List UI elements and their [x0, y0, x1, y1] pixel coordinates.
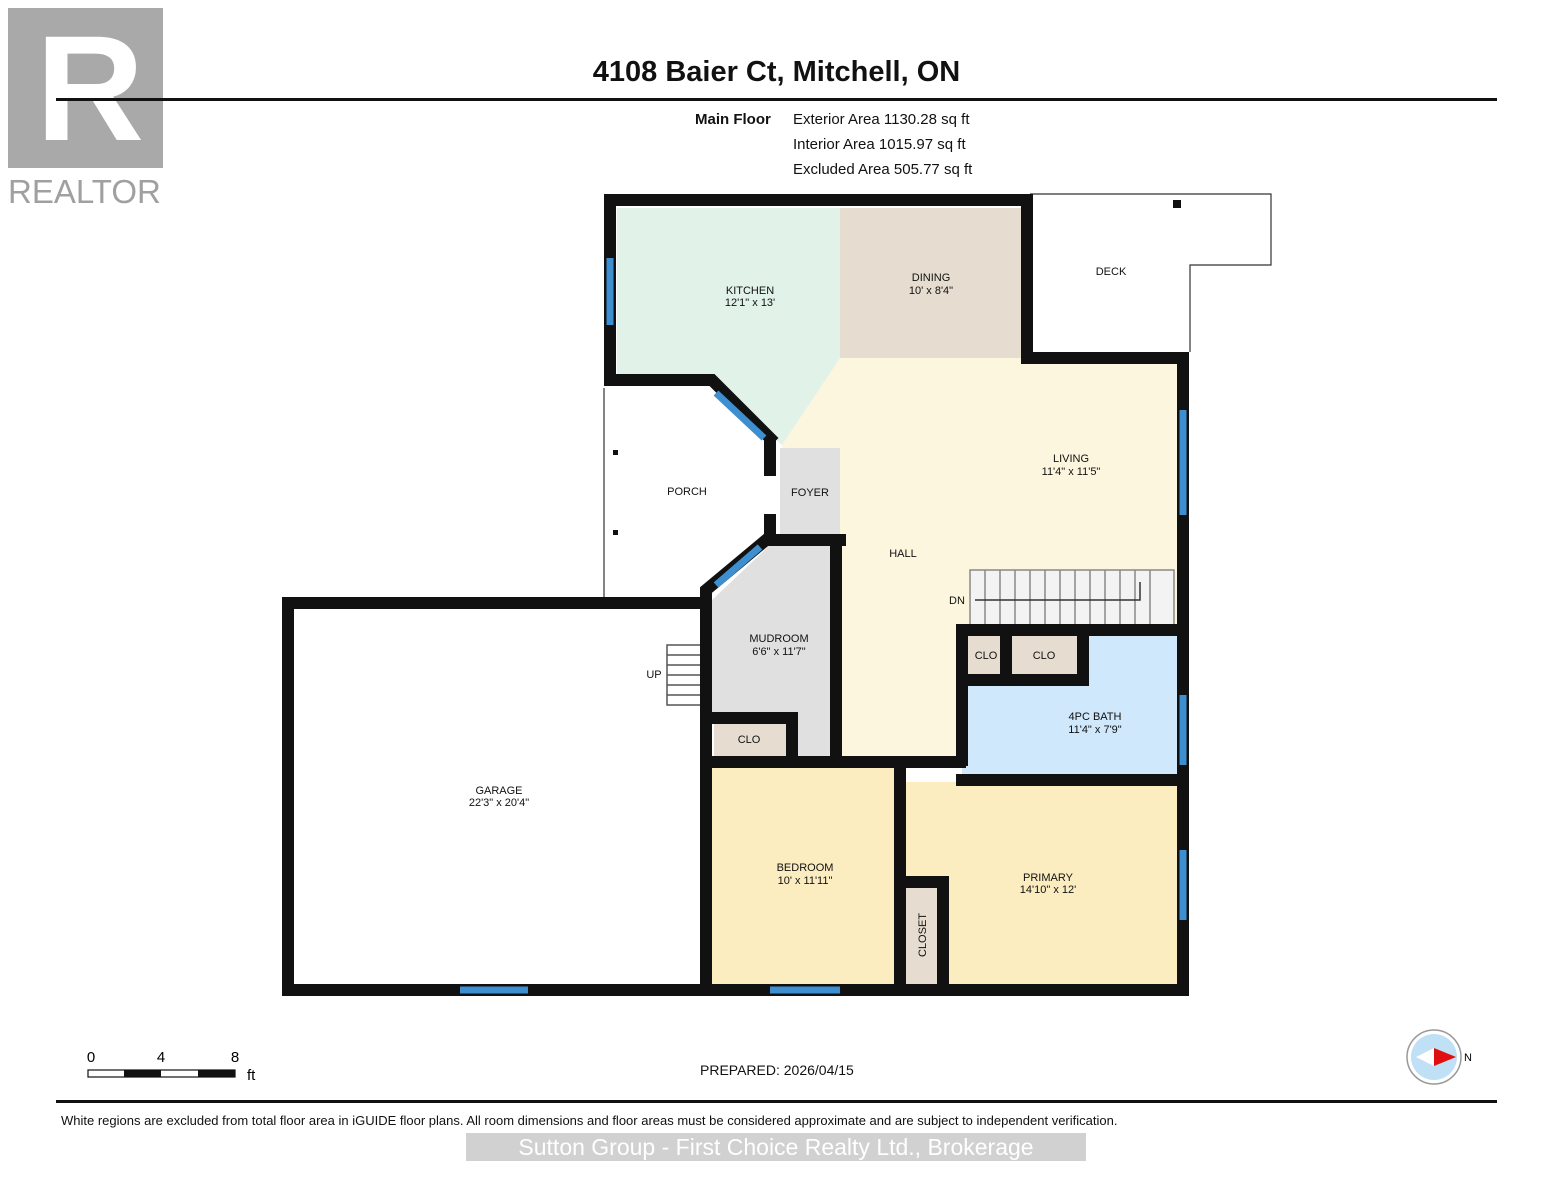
floor-name: Main Floor [695, 111, 771, 128]
kitchen-label: KITCHEN [726, 285, 774, 297]
bedroom-dims: 10' x 11'11" [778, 875, 833, 887]
foyer-label: FOYER [791, 487, 829, 499]
mudroom-dims: 6'6" x 11'7" [752, 646, 805, 658]
stairs-down-label: DN [949, 595, 965, 607]
dining-label: DINING [912, 272, 951, 284]
porch-label: PORCH [667, 486, 707, 498]
bedroom-fill [712, 762, 898, 985]
footer-divider [56, 1100, 1497, 1103]
clo-label: CLO [1033, 650, 1056, 662]
scale-bar: 0 4 8 ft [87, 1049, 256, 1084]
deck-post [1173, 200, 1181, 208]
scale-label-4: 4 [157, 1049, 165, 1066]
area-summary: Exterior Area 1130.28 sq ft Interior Are… [793, 107, 972, 182]
compass-icon: N [1406, 1029, 1472, 1085]
exterior-area: Exterior Area 1130.28 sq ft [793, 111, 970, 128]
stairs-down [969, 569, 1175, 629]
deck-label: DECK [1096, 266, 1127, 278]
bath-dims: 11'4" x 7'9" [1068, 724, 1121, 736]
windows [460, 258, 1187, 994]
realtor-logo-mark: R [35, 4, 145, 172]
hall-label: HALL [889, 548, 917, 560]
dining-fill [840, 208, 1027, 358]
closet-fill [905, 885, 943, 985]
scale-label-8: 8 [231, 1049, 239, 1066]
excluded-area: Excluded Area 505.77 sq ft [793, 161, 973, 178]
foyer-fill [780, 448, 840, 540]
bath-label: 4PC BATH [1069, 711, 1122, 723]
stairs-up-label: UP [646, 669, 661, 681]
porch-post [613, 530, 618, 535]
mudroom-label: MUDROOM [749, 633, 808, 645]
clo-fill [714, 720, 786, 760]
kitchen-fill [617, 208, 840, 445]
realtor-logo: R REALTOR [8, 4, 178, 210]
living-dims: 11'4" x 11'5" [1042, 466, 1101, 478]
mudroom-fill [712, 545, 835, 760]
garage-label: GARAGE [475, 785, 522, 797]
clo-fill [1010, 636, 1080, 676]
realtor-logo-text: REALTOR [8, 173, 161, 210]
brokerage-watermark: Sutton Group - First Choice Realty Ltd.,… [466, 1133, 1086, 1161]
scale-unit: ft [247, 1067, 256, 1084]
dining-dims: 10' x 8'4" [909, 285, 953, 297]
clo-label: CLO [738, 734, 761, 746]
hall-living-fill [780, 358, 1177, 760]
porch-post [613, 450, 618, 455]
header-divider [56, 98, 1497, 101]
garage-dims: 22'3" x 20'4" [469, 797, 529, 809]
page-title: 4108 Baier Ct, Mitchell, ON [592, 56, 961, 88]
clo-fill [968, 636, 1004, 676]
bedroom-label: BEDROOM [777, 862, 834, 874]
primary-dims: 14'10" x 12' [1020, 884, 1076, 896]
compass-north-label: N [1464, 1052, 1472, 1064]
prepared-date: PREPARED: 2026/04/15 [700, 1062, 854, 1078]
disclaimer: White regions are excluded from total fl… [61, 1113, 1118, 1128]
living-label: LIVING [1053, 453, 1089, 465]
primary-fill [905, 782, 1177, 985]
interior-area: Interior Area 1015.97 sq ft [793, 136, 966, 153]
primary-label: PRIMARY [1023, 872, 1074, 884]
kitchen-dims: 12'1" x 13' [725, 297, 775, 309]
scale-label-0: 0 [87, 1049, 95, 1066]
clo-label: CLO [975, 650, 998, 662]
stairs-up [666, 644, 706, 706]
closet-label: CLOSET [917, 913, 929, 957]
